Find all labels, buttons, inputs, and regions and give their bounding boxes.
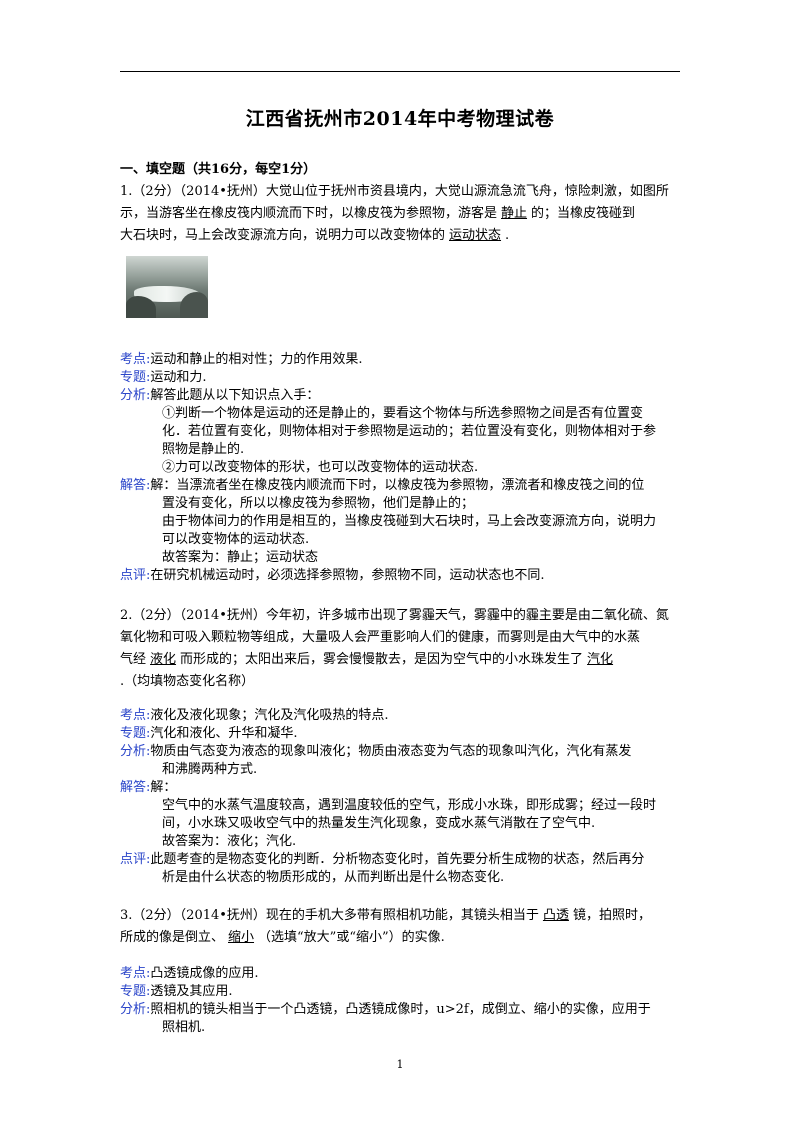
header-rule: [120, 71, 680, 72]
q1-fenxi-line: 化．若位置有变化，则物体相对于参照物是运动的；若位置没有变化，则物体相对于参: [162, 424, 657, 439]
q1-jieda: 解答:解：当漂流者坐在橡皮筏内顺流而下时，以橡皮筏为参照物，漂流者和橡皮筏之间的…: [120, 478, 645, 493]
q1-fenxi-line: ②力可以改变物体的形状，也可以改变物体的运动状态.: [162, 460, 479, 475]
q2-line-4: .（均填物态变化名称）: [120, 674, 255, 689]
q1-jieda-line: 置没有变化，所以以橡皮筏为参照物，他们是静止的；: [162, 496, 475, 511]
q1-answer-2: 运动状态: [449, 228, 502, 243]
q1-kaodian: 考点:运动和静止的相对性；力的作用效果.: [120, 352, 363, 367]
q1-answer-1: 静止: [501, 206, 528, 221]
q1-jieda-line: 由于物体间力的作用是相互的，当橡皮筏碰到大石块时，马上会改变源流方向，说明力: [162, 514, 657, 529]
q2-jieda-line: 故答案为：液化；汽化.: [162, 834, 297, 849]
q3-line-1: 3.（2分）（2014•抚州）现在的手机大多带有照相机功能，其镜头相当于凸透镜，…: [120, 906, 682, 926]
q1-jieda-line: 故答案为：静止；运动状态: [162, 550, 319, 565]
q2-fenxi-line: 和沸腾两种方式.: [162, 762, 258, 777]
q3-answer-1: 凸透: [542, 908, 569, 923]
page-number: 1: [396, 1058, 404, 1071]
q1-line-3: 大石块时，马上会改变源流方向，说明力可以改变物体的运动状态.: [120, 226, 682, 246]
q3-line-2: 所成的像是倒立、缩小（选填“放大”或“缩小”）的实像.: [120, 928, 682, 948]
q1-jieda-line: 可以改变物体的运动状态.: [162, 532, 310, 547]
q3-answer-2: 缩小: [228, 930, 255, 945]
q1-fenxi-line: ①判断一个物体是运动的还是静止的，要看这个物体与所选参照物之间是否有位置变: [162, 406, 644, 421]
q2-line-3: 气经液化而形成的；太阳出来后，雾会慢慢散去，是因为空气中的小水珠发生了汽化: [120, 650, 682, 670]
q2-jieda: 解答:解：: [120, 780, 177, 795]
q2-zhuanti: 专题:汽化和液化、升华和凝华.: [120, 726, 298, 741]
q1-fenxi: 分析:解答此题从以下知识点入手：: [120, 388, 320, 403]
q3-fenxi: 分析:照相机的镜头相当于一个凸透镜，凸透镜成像时，u>2f，成倒立、缩小的实像，…: [120, 1002, 651, 1017]
q3-zhuanti: 专题:透镜及其应用.: [120, 984, 233, 999]
q1-line-1: 1.（2分）（2014•抚州）大觉山位于抚州市资县境内，大觉山源流急流飞舟，惊险…: [120, 184, 669, 199]
section-heading: 一、填空题（共16分，每空1分）: [120, 162, 317, 177]
q2-dianping: 点评:此题考查的是物态变化的判断．分析物态变化时，首先要分析生成物的状态，然后再…: [120, 852, 645, 867]
rafting-photo: [126, 256, 208, 318]
q2-kaodian: 考点:液化及液化现象；汽化及汽化吸热的特点.: [120, 708, 389, 723]
q2-fenxi: 分析:物质由气态变为液态的现象叫液化；物质由液态变为气态的现象叫汽化，汽化有蒸发: [120, 744, 632, 759]
q1-zhuanti: 专题:运动和力.: [120, 370, 207, 385]
q2-jieda-line: 间，小水珠又吸收空气中的热量发生汽化现象，变成水蒸气消散在了空气中.: [162, 816, 596, 831]
q2-answer-1: 液化: [150, 652, 177, 667]
q2-line-1: 2.（2分）（2014•抚州）今年初，许多城市出现了雾霾天气，雾霾中的霾主要是由…: [120, 608, 669, 623]
q1-line-2: 示，当游客坐在橡皮筏内顺流而下时，以橡皮筏为参照物，游客是静止的；当橡皮筏碰到: [120, 204, 682, 224]
q3-kaodian: 考点:凸透镜成像的应用.: [120, 966, 259, 981]
q1-fenxi-line: 照物是静止的.: [162, 442, 245, 457]
q3-fenxi-line: 照相机.: [162, 1020, 206, 1035]
q2-jieda-line: 空气中的水蒸气温度较高，遇到温度较低的空气，形成小水珠，即形成雾；经过一段时: [162, 798, 657, 813]
q2-dianping-line: 析是由什么状态的物质形成的，从而判断出是什么物态变化.: [162, 870, 505, 885]
q1-dianping: 点评:在研究机械运动时，必须选择参照物，参照物不同，运动状态也不同.: [120, 568, 545, 583]
q2-line-2: 氧化物和可吸入颗粒物等组成，大量吸人会严重影响人们的健康，而雾则是由大气中的水蒸: [120, 630, 641, 645]
q2-answer-2: 汽化: [587, 652, 614, 667]
page-title: 江西省抚州市2014年中考物理试卷: [245, 108, 555, 130]
